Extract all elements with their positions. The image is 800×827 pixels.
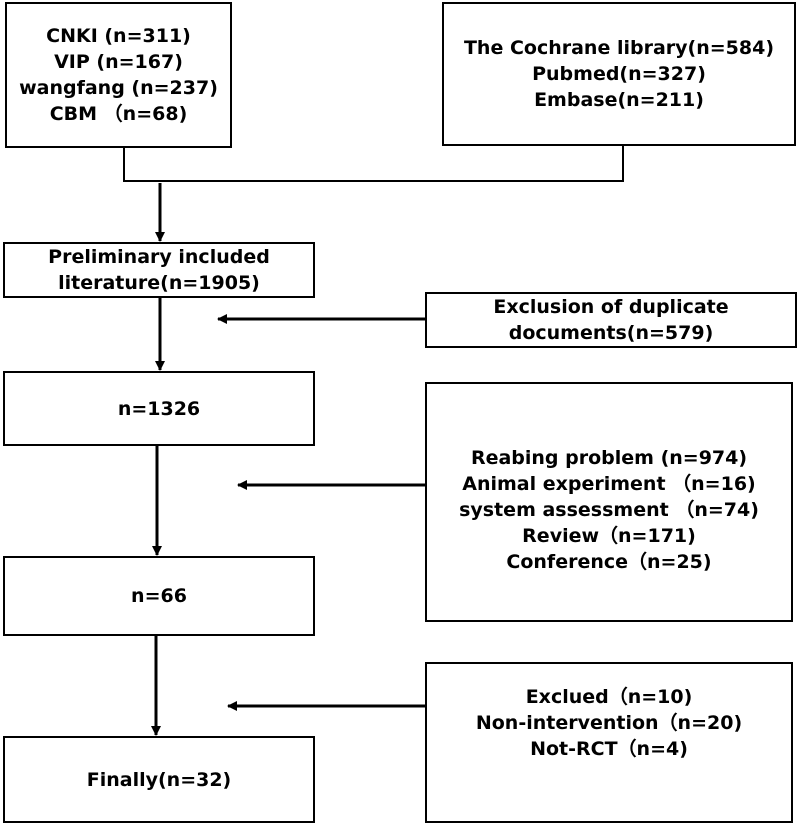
sources-en-box: The Cochrane library(n=584) Pubmed(n=327… xyxy=(442,2,796,146)
step-1326-label: n=1326 xyxy=(117,397,201,420)
exclusion-final-line: Non-intervention（n=20) xyxy=(475,712,743,734)
sources-en-line: The Cochrane library(n=584) xyxy=(463,37,775,59)
sources-cn-line: wangfang (n=237) xyxy=(19,77,218,99)
exclusion-duplicates-line: documents(n=579) xyxy=(508,322,714,344)
exclusion-final-line: Not-RCT（n=4) xyxy=(530,738,688,760)
step-66-box: n=66 xyxy=(3,556,315,636)
exclusion-reasons-line: Conference（n=25) xyxy=(506,551,712,573)
exclusion-reasons-box: Reabing problem (n=974) Animal experimen… xyxy=(425,382,793,622)
exclusion-duplicates-line: Exclusion of duplicate xyxy=(493,296,729,318)
sources-cn-line: VIP (n=167) xyxy=(54,51,183,73)
preliminary-line: Preliminary included xyxy=(48,246,270,268)
sources-cn-line: CBM （n=68) xyxy=(49,103,188,125)
exclusion-duplicates-box: Exclusion of duplicate documents(n=579) xyxy=(425,292,797,348)
exclusion-reasons-line: Animal experiment （n=16) xyxy=(462,473,756,495)
exclusion-reasons-line: system assessment （n=74) xyxy=(459,499,759,521)
sources-en-line: Pubmed(n=327) xyxy=(532,63,706,85)
exclusion-reasons-line: Reabing problem (n=974) xyxy=(470,447,748,469)
sources-en-line: Embase(n=211) xyxy=(534,89,704,111)
sources-cn-line: CNKI (n=311) xyxy=(46,25,191,47)
exclusion-reasons-line: Review（n=171) xyxy=(522,525,696,547)
final-label: Finally(n=32) xyxy=(86,768,232,791)
preliminary-line: literature(n=1905) xyxy=(58,272,260,294)
exclusion-final-box: Exclued（n=10) Non-intervention（n=20) Not… xyxy=(425,662,793,823)
final-box: Finally(n=32) xyxy=(3,736,315,823)
exclusion-final-line: Exclued（n=10) xyxy=(525,686,693,708)
step-1326-box: n=1326 xyxy=(3,371,315,446)
step-66-label: n=66 xyxy=(131,585,187,607)
sources-cn-box: CNKI (n=311) VIP (n=167) wangfang (n=237… xyxy=(5,2,232,148)
preliminary-box: Preliminary included literature(n=1905) xyxy=(3,242,315,298)
